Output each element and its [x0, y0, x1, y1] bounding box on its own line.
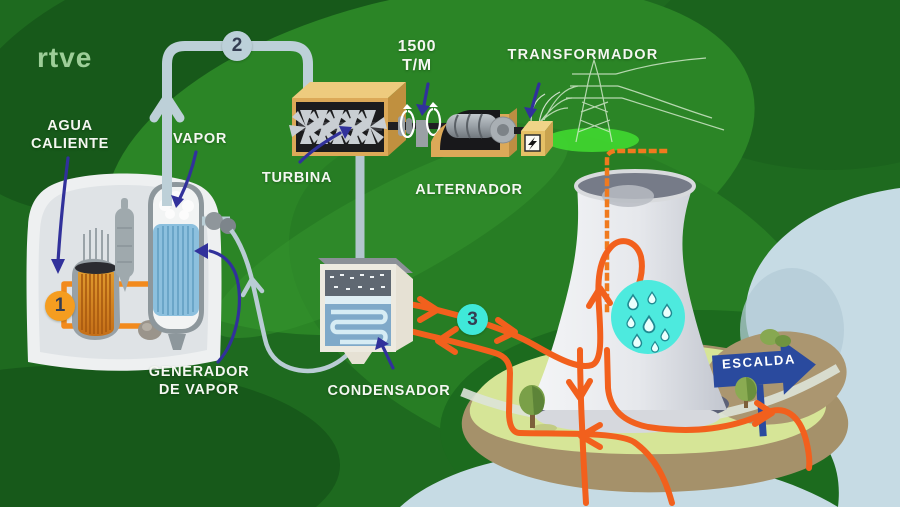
pylon-structure — [536, 57, 725, 143]
flow-arrow — [586, 285, 613, 309]
transformer-side — [545, 121, 553, 156]
label-turbine-speed: 1500 T/M — [367, 37, 467, 75]
reactor-lid — [75, 262, 117, 274]
tree-crown-shade — [532, 386, 545, 415]
pylon-ground — [545, 128, 639, 152]
rtve-logo: rtve — [37, 42, 93, 73]
pressurizer-segments — [117, 227, 132, 263]
alternator-bearing-hub — [497, 124, 509, 136]
reactor-core — [78, 272, 114, 336]
shaft — [514, 127, 526, 134]
condenser-coil — [330, 309, 388, 345]
label-agua-caliente: AGUA CALIENTE — [10, 117, 130, 153]
shaft — [412, 123, 452, 129]
condenser-steam-zone — [325, 270, 391, 296]
turbine-blades — [289, 110, 387, 144]
arrow-turbina — [298, 131, 342, 164]
label-line: T/M — [402, 57, 432, 74]
line-tower-fall-left — [577, 347, 589, 506]
condenser-side — [396, 264, 413, 351]
tree-trunk — [744, 396, 748, 408]
arrow-generador — [208, 249, 242, 364]
droplets-circle — [611, 280, 685, 354]
reactor-vessel — [72, 228, 120, 340]
sign-arrow — [712, 338, 816, 395]
pressurizer — [115, 198, 134, 292]
pump-highlight — [142, 323, 152, 331]
turbine-top — [292, 82, 406, 98]
sg-pump — [205, 212, 223, 230]
label-line: AGUA — [47, 118, 93, 134]
flow-arrow — [435, 326, 459, 355]
arrow-condensador — [381, 345, 395, 370]
transformer — [521, 91, 561, 156]
marker-cooling-loop: 3 — [457, 304, 488, 335]
turbine-side — [388, 82, 406, 156]
pressurizer-tip — [119, 276, 130, 292]
marker-secondary-loop: 2 — [222, 31, 252, 61]
power-pylon — [536, 57, 725, 152]
trees — [519, 329, 791, 432]
pressurizer-body — [115, 208, 134, 278]
tree-trunk — [530, 411, 535, 428]
shaft — [388, 122, 406, 130]
flow-arrow — [494, 317, 518, 344]
sg-funnel — [168, 334, 186, 350]
control-rods — [83, 228, 109, 266]
coupling — [406, 118, 412, 134]
condenser-water-line — [325, 296, 391, 304]
flow-arrow — [566, 378, 593, 401]
line-condenser-to-tower — [401, 238, 645, 369]
line-river-to-condenser — [399, 326, 675, 506]
tower-steam — [602, 185, 654, 207]
label-condensador: CONDENSADOR — [327, 383, 451, 399]
marker-primary-loop: 1 — [45, 291, 75, 321]
pressurizer-knob — [121, 198, 128, 210]
condenser — [318, 258, 413, 364]
arrow-agua-caliente — [56, 156, 70, 264]
flow-arrow — [417, 296, 440, 323]
transformer-top — [521, 121, 553, 131]
condensate-return-pipe — [229, 228, 354, 374]
label-line: GENERADOR — [148, 364, 250, 380]
cylinder-ridges — [454, 113, 483, 139]
label-generador-de-vapor: GENERADOR DE VAPOR — [119, 363, 279, 399]
label-line: 1500 — [397, 38, 437, 55]
arrow-speed — [422, 82, 430, 107]
label-turbina: TURBINA — [261, 170, 333, 186]
condenser-droplet-dashes — [330, 274, 385, 290]
tree-shadow — [533, 424, 557, 432]
sg-tubes — [157, 226, 194, 315]
sign-post — [756, 384, 767, 437]
label-alternador: ALTERNADOR — [415, 182, 523, 198]
annotation-arrows — [51, 82, 541, 370]
label-vapor: VAPOR — [173, 131, 227, 147]
label-line: CALIENTE — [30, 136, 110, 152]
alternator-cylinder — [446, 114, 498, 138]
condenser-funnel — [344, 352, 372, 364]
vapor-escape-dotted-line — [604, 148, 671, 313]
shaft-support — [416, 120, 428, 147]
condensate-flow-arrow — [240, 275, 265, 298]
bush — [775, 335, 791, 347]
steam-flow-arrow — [149, 89, 185, 123]
arrow-transformador — [530, 82, 541, 110]
bolt-glyph — [528, 137, 537, 150]
arrow-vapor — [178, 150, 198, 200]
tree-crown-shade — [746, 377, 757, 401]
alternator — [431, 108, 526, 157]
cooling-water-lines — [399, 238, 813, 506]
escalda-sign — [712, 338, 816, 437]
rotation-arrows-icon — [399, 102, 442, 138]
label-line: DE VAPOR — [158, 382, 240, 398]
flow-arrow — [752, 400, 775, 427]
label-transformador: TRANSFORMADOR — [507, 47, 659, 63]
line-tower-discharge — [604, 347, 813, 471]
fuel-rods — [81, 274, 111, 334]
